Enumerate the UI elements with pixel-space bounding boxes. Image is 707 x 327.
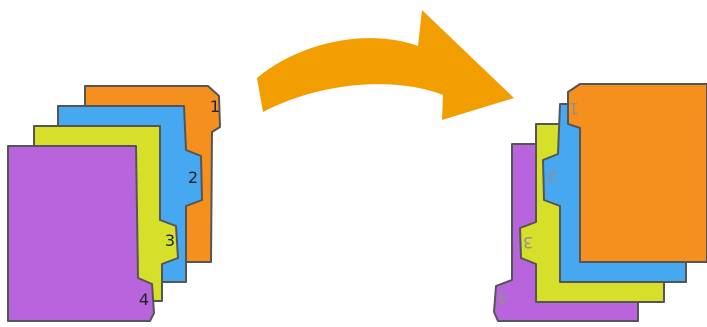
after-page-1-sheet <box>568 84 707 262</box>
arrow-body <box>257 10 514 120</box>
before-stack: 1 2 3 4 <box>8 86 220 321</box>
before-page-2-label: 2 <box>188 168 198 187</box>
before-page-4-sheet <box>8 146 154 321</box>
after-page-1: 1 <box>568 84 707 262</box>
before-page-4: 4 <box>8 146 154 321</box>
after-stack: 4 3 2 1 <box>494 84 707 321</box>
after-page-2-label: 2 <box>547 167 557 186</box>
curved-arrow-icon <box>257 10 514 120</box>
before-page-4-label: 4 <box>139 290 149 309</box>
before-page-3-label: 3 <box>165 231 175 250</box>
after-page-4-label: 4 <box>498 289 508 308</box>
after-page-3-label: 3 <box>523 233 533 252</box>
before-page-1-label: 1 <box>210 97 220 116</box>
after-page-1-label: 1 <box>569 99 579 118</box>
